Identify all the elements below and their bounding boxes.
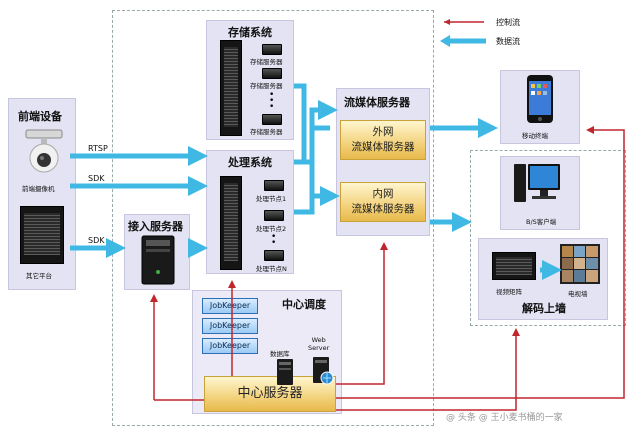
video-matrix-icon	[492, 252, 536, 280]
processing-more-dots: ••	[271, 232, 277, 248]
storage-node-1: 存储服务器	[250, 58, 283, 66]
legend-control-flow: 控制流	[496, 18, 520, 27]
database-label: 数据库	[270, 350, 290, 358]
mobile-phone-icon	[527, 75, 553, 123]
storage-node-2: 存储服务器	[250, 82, 283, 90]
processing-server-icon-1	[264, 180, 284, 191]
database-server-icon	[277, 359, 293, 385]
storage-title: 存储系统	[228, 26, 272, 39]
platform-label: 其它平台	[26, 272, 52, 280]
processing-rack-icon	[220, 176, 242, 270]
front-devices-title: 前端设备	[18, 110, 62, 123]
processing-node-2: 处理节点2	[256, 225, 287, 233]
jobkeeper-2: JobKeeper	[202, 318, 258, 334]
desktop-computer-icon	[514, 164, 560, 202]
processing-merge-line	[294, 162, 315, 215]
tv-wall-icon	[560, 244, 600, 284]
storage-server-icon-3	[262, 114, 282, 125]
processing-to-streaming-arrow	[294, 100, 338, 165]
rtsp-label: RTSP	[88, 144, 108, 153]
mobile-label: 移动终端	[522, 132, 548, 140]
streaming-title: 流媒体服务器	[344, 96, 410, 109]
dispatch-title: 中心调度	[282, 298, 326, 311]
storage-node-3: 存储服务器	[250, 128, 283, 136]
storage-rack-icon	[220, 40, 242, 136]
watermark: @ 头条 @ 王小麦书桶的一家	[446, 413, 563, 423]
access-tower-icon	[141, 235, 175, 285]
processing-node-3: 处理节点N	[256, 265, 287, 273]
legend-data-flow: 数据流	[496, 37, 520, 46]
jobkeeper-1: JobKeeper	[202, 298, 258, 314]
tv-wall-label: 电视墙	[568, 290, 588, 298]
processing-title: 处理系统	[228, 156, 272, 169]
web-server-label: Web Server	[308, 336, 330, 352]
sdk-label-1: SDK	[88, 174, 105, 183]
platform-rack-icon	[20, 206, 64, 264]
camera-icon	[25, 129, 63, 173]
camera-label: 前端摄像机	[22, 185, 55, 193]
internal-streaming-server: 内网 流媒体服务器	[340, 182, 426, 222]
decode-wall-title: 解码上墙	[522, 302, 566, 315]
center-to-streaming-control-arrow	[336, 242, 388, 385]
bs-client-label: B/S客户端	[526, 218, 557, 226]
jobkeeper-3: JobKeeper	[202, 338, 258, 354]
video-matrix-label: 视频矩阵	[496, 288, 522, 296]
storage-server-icon-1	[262, 44, 282, 55]
center-to-wall-control-arrow	[336, 328, 520, 411]
processing-server-icon-3	[264, 250, 284, 261]
storage-server-icon-2	[262, 68, 282, 79]
storage-link-line	[294, 83, 307, 162]
web-server-icon	[313, 357, 334, 385]
processing-node-1: 处理节点1	[256, 195, 287, 203]
processing-server-icon-2	[264, 210, 284, 221]
legend-arrows	[440, 19, 486, 47]
external-streaming-server: 外网 流媒体服务器	[340, 120, 426, 160]
sdk-label-2: SDK	[88, 236, 105, 245]
storage-more-dots: •••	[269, 90, 275, 112]
center-to-mobile-control-arrow	[336, 126, 625, 399]
access-title: 接入服务器	[128, 220, 183, 233]
